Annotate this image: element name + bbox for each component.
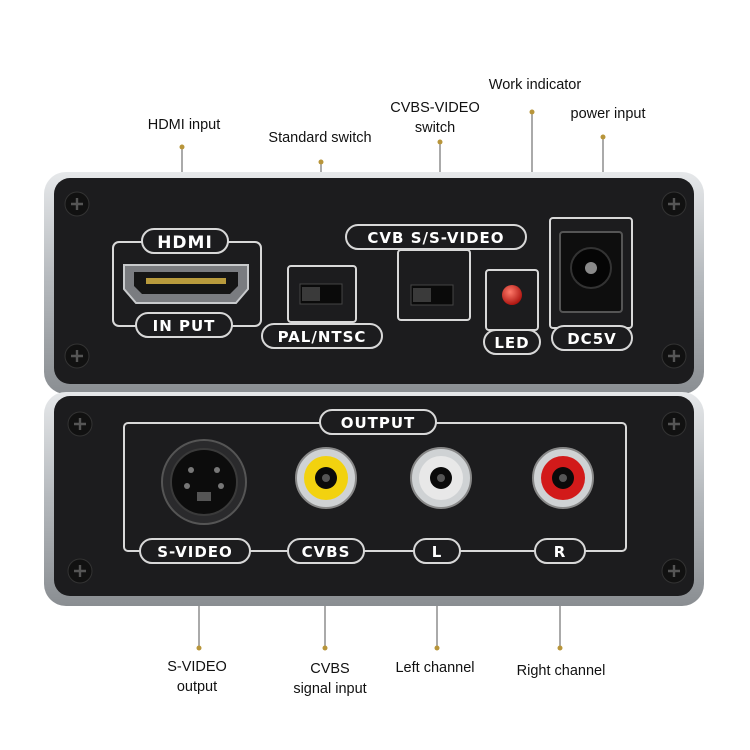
l-label: L: [432, 543, 443, 561]
led-label: LED: [494, 334, 529, 352]
callout-cvbs-signal-line1: CVBS: [310, 661, 350, 677]
callout-svideo-output-line1: S-VIDEO: [167, 659, 227, 675]
led-group: [483, 269, 541, 355]
callout-left-channel: Left channel: [395, 660, 475, 676]
front-screws: [64, 191, 687, 369]
cvbs-label: CVBS: [302, 543, 351, 561]
rca-cvbs-port-icon: [295, 447, 357, 509]
callout-cvbs-signal-line2: signal input: [293, 681, 367, 697]
callout-cvbs-video-switch: CVBS-VIDEO switch: [390, 98, 479, 138]
hdmi-label: HDMI: [157, 233, 213, 253]
slide-switch-icon: [299, 283, 343, 305]
callout-standard-switch: Standard switch: [268, 130, 372, 146]
callout-hdmi-input: HDMI input: [147, 117, 221, 133]
screw-icon: [64, 343, 90, 369]
callout-svideo-output: S-VIDEO output: [167, 657, 227, 697]
screw-icon: [661, 343, 687, 369]
rca-left-port-icon: [410, 447, 472, 509]
dc-power-group: [549, 217, 633, 351]
screw-icon: [661, 558, 687, 584]
screw-icon: [661, 191, 687, 217]
dc5v-label: DC5V: [567, 330, 617, 348]
cvbs-svideo-label: CVB S/S-VIDEO: [367, 229, 504, 247]
cvbs-svideo-switch-group: [345, 224, 527, 321]
dc-jack-icon: [559, 231, 623, 313]
rca-right-port-icon: [532, 447, 594, 509]
callout-dots: [179, 109, 606, 651]
callout-cvbs-signal-input: CVBS signal input: [293, 659, 366, 699]
hdmi-port-icon: [123, 264, 249, 304]
input-label: IN PUT: [153, 317, 216, 335]
svideo-port-icon: [161, 439, 247, 525]
slide-switch-icon: [410, 284, 454, 306]
screw-icon: [64, 191, 90, 217]
screw-icon: [67, 558, 93, 584]
pal-ntsc-label: PAL/NTSC: [278, 328, 367, 346]
callout-work-indicator: Work indicator: [488, 77, 582, 93]
callout-cvbs-video-switch-line1: CVBS-VIDEO: [390, 100, 480, 116]
callout-svideo-output-line2: output: [176, 679, 218, 695]
led-indicator-icon: [502, 285, 522, 305]
output-frame: [123, 409, 627, 564]
front-silk-labels: HDMI IN PUT PAL/NTSC CVB S/S-VIDEO LED D…: [153, 229, 617, 352]
callout-cvbs-video-switch-line2: switch: [414, 120, 456, 136]
hdmi-port-group: [112, 228, 262, 338]
callout-power-input: power input: [570, 106, 646, 122]
callout-right-channel: Right channel: [516, 663, 606, 679]
back-silk-labels: OUTPUT S-VIDEO CVBS L R: [157, 414, 567, 561]
svideo-label: S-VIDEO: [157, 543, 233, 561]
screw-icon: [661, 411, 687, 437]
standard-switch-group: [261, 265, 383, 349]
r-label: R: [554, 543, 567, 561]
screw-icon: [67, 411, 93, 437]
back-screws: [67, 411, 687, 584]
output-label: OUTPUT: [341, 414, 416, 432]
